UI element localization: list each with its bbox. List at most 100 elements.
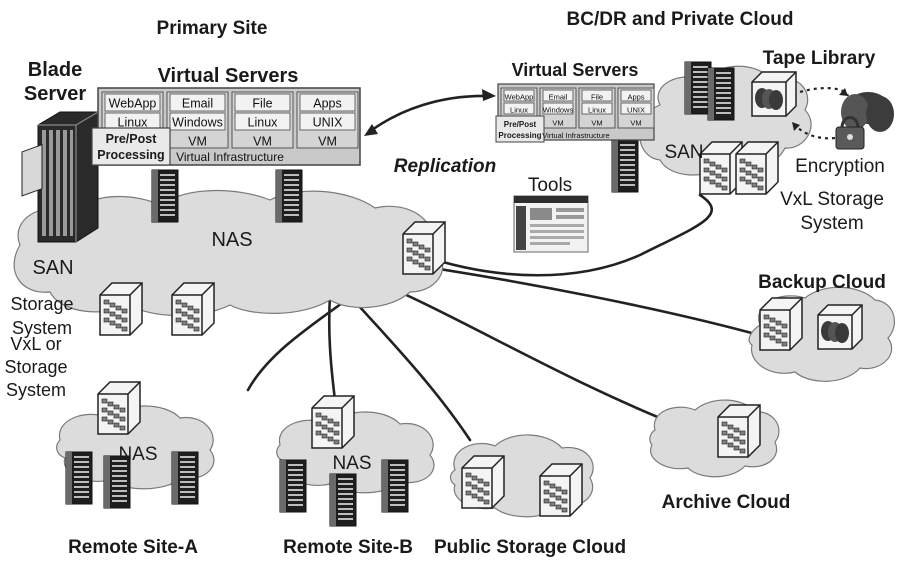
remote-a-storage-icon	[97, 381, 141, 435]
lock-icon	[835, 116, 865, 150]
encryption-label: Encryption	[795, 156, 885, 177]
storage-array-icon	[171, 282, 215, 336]
remote-b-server-icon	[329, 473, 357, 527]
replication-arrow	[364, 89, 496, 136]
vxl-or-line3: System	[6, 380, 66, 400]
bcdr-vm-cell	[503, 89, 535, 102]
link-remote-b	[327, 293, 337, 402]
primary-vm-cell	[104, 93, 161, 112]
bcdr-vm-cell	[620, 102, 652, 115]
remote-site-a-label: Remote Site-A	[68, 537, 198, 558]
tape-library-label: Tape Library	[763, 48, 876, 69]
bcdr-vm-cell	[620, 89, 652, 102]
replication-label: Replication	[394, 156, 496, 177]
remote-site-b-label: Remote Site-B	[283, 537, 413, 558]
primary-vm-os-label: Linux	[118, 116, 149, 130]
link-bcdr	[418, 193, 714, 277]
remote-a-server-icon	[171, 451, 199, 505]
primary-site-heading: Primary Site	[157, 18, 268, 39]
primary-virtual-infrastructure: Virtual Infrastructure	[176, 150, 284, 164]
remote-b-nas-label: NAS	[332, 453, 371, 474]
link-archive-cloud	[358, 273, 692, 432]
archive-storage-icon	[717, 404, 761, 458]
bcdr-san-label: SAN	[664, 142, 703, 163]
bcdr-virtual-servers-label: Virtual Servers	[512, 60, 639, 80]
vxl-storage-line2: System	[800, 213, 863, 234]
bcdr-vm-cell	[503, 102, 535, 115]
vxl-storage-line1: VxL Storage	[780, 189, 884, 210]
storage-system-line2: System	[12, 318, 72, 338]
bcdr-prepost-line2: Processing	[498, 131, 541, 140]
primary-vm-vm-label: VM	[188, 135, 207, 149]
primary-vm-app-label: Email	[182, 97, 213, 111]
primary-virtual-servers-label: Virtual Servers	[158, 65, 299, 87]
public-storage-icon	[461, 455, 505, 509]
primary-vm-vm-label: VM	[253, 135, 272, 149]
primary-vm-cell	[234, 112, 291, 131]
bcdr-prepost-line1: Pre/Post	[504, 120, 537, 129]
bcdr-vm-app-label: File	[591, 92, 603, 101]
primary-prepost-line1: Pre/Post	[106, 132, 158, 146]
storage-system-line1: Storage	[10, 294, 73, 314]
vxl-or-line1: VxL or	[10, 334, 61, 354]
bcdr-vm-os-label: Linux	[588, 105, 606, 114]
primary-server-icon	[275, 169, 303, 223]
bcdr-vm-app-label: Apps	[627, 92, 644, 101]
bcdr-vm-app-label: Email	[549, 92, 568, 101]
primary-vm-app-label: WebApp	[109, 97, 157, 111]
bcdr-heading: BC/DR and Private Cloud	[567, 9, 794, 30]
bcdr-virtual-infrastructure: Virtual Infrastructure	[542, 131, 609, 140]
primary-vm-vm-label: VM	[318, 135, 337, 149]
bcdr-server-icon	[684, 61, 712, 115]
bcdr-vm-cell	[581, 89, 613, 102]
vxl-or-line2: Storage	[4, 357, 67, 377]
tape-drive-icon	[751, 71, 797, 117]
public-storage-icon	[539, 463, 583, 517]
primary-san-label: SAN	[32, 257, 73, 279]
backup-storage-icon	[759, 297, 803, 351]
backup-cloud-label: Backup Cloud	[758, 272, 886, 293]
primary-vm-app-label: Apps	[313, 97, 342, 111]
primary-vm-os-label: UNIX	[313, 116, 344, 130]
remote-b-server-icon	[279, 459, 307, 513]
bcdr-vm-cell	[581, 102, 613, 115]
storage-array-icon	[99, 282, 143, 336]
blade-label-line2: Server	[24, 83, 86, 105]
primary-nas-label: NAS	[211, 229, 252, 251]
bcdr-vm-cell	[542, 102, 574, 115]
bcdr-vm-os-label: Windows	[543, 105, 574, 114]
backup-tape-icon	[817, 304, 863, 350]
bcdr-vm-vm-label: VM	[630, 118, 641, 127]
remote-a-nas-label: NAS	[118, 444, 157, 465]
primary-vm-cell	[299, 93, 356, 112]
primary-vm-cell	[299, 112, 356, 131]
bcdr-server-icon	[707, 67, 735, 121]
tools-screenshot-icon	[513, 195, 589, 253]
blade-label-line1: Blade	[28, 59, 82, 81]
primary-vm-os-label: Windows	[172, 116, 223, 130]
primary-prepost-line2: Processing	[97, 148, 164, 162]
bcdr-vm-vm-label: VM	[591, 118, 602, 127]
remote-b-server-icon	[381, 459, 409, 513]
primary-vm-cell	[169, 112, 226, 131]
archive-cloud-label: Archive Cloud	[662, 492, 791, 513]
bcdr-vm-cell	[542, 89, 574, 102]
bcdr-vm-app-label: WebApp	[505, 92, 534, 101]
tools-label: Tools	[528, 175, 572, 196]
primary-vm-app-label: File	[252, 97, 272, 111]
bcdr-vm-os-label: Linux	[510, 105, 528, 114]
remote-a-server-icon	[65, 451, 93, 505]
blade-server-icon	[21, 111, 99, 243]
primary-server-icon	[151, 169, 179, 223]
primary-vm-os-label: Linux	[248, 116, 279, 130]
tape-vault-icon	[841, 92, 894, 132]
public-storage-cloud-label: Public Storage Cloud	[434, 537, 626, 558]
vxl-storage-icon	[735, 141, 779, 195]
remote-b-storage-icon	[311, 395, 355, 449]
bcdr-server-icon	[611, 139, 639, 193]
bcdr-vm-os-label: UNIX	[627, 105, 645, 114]
